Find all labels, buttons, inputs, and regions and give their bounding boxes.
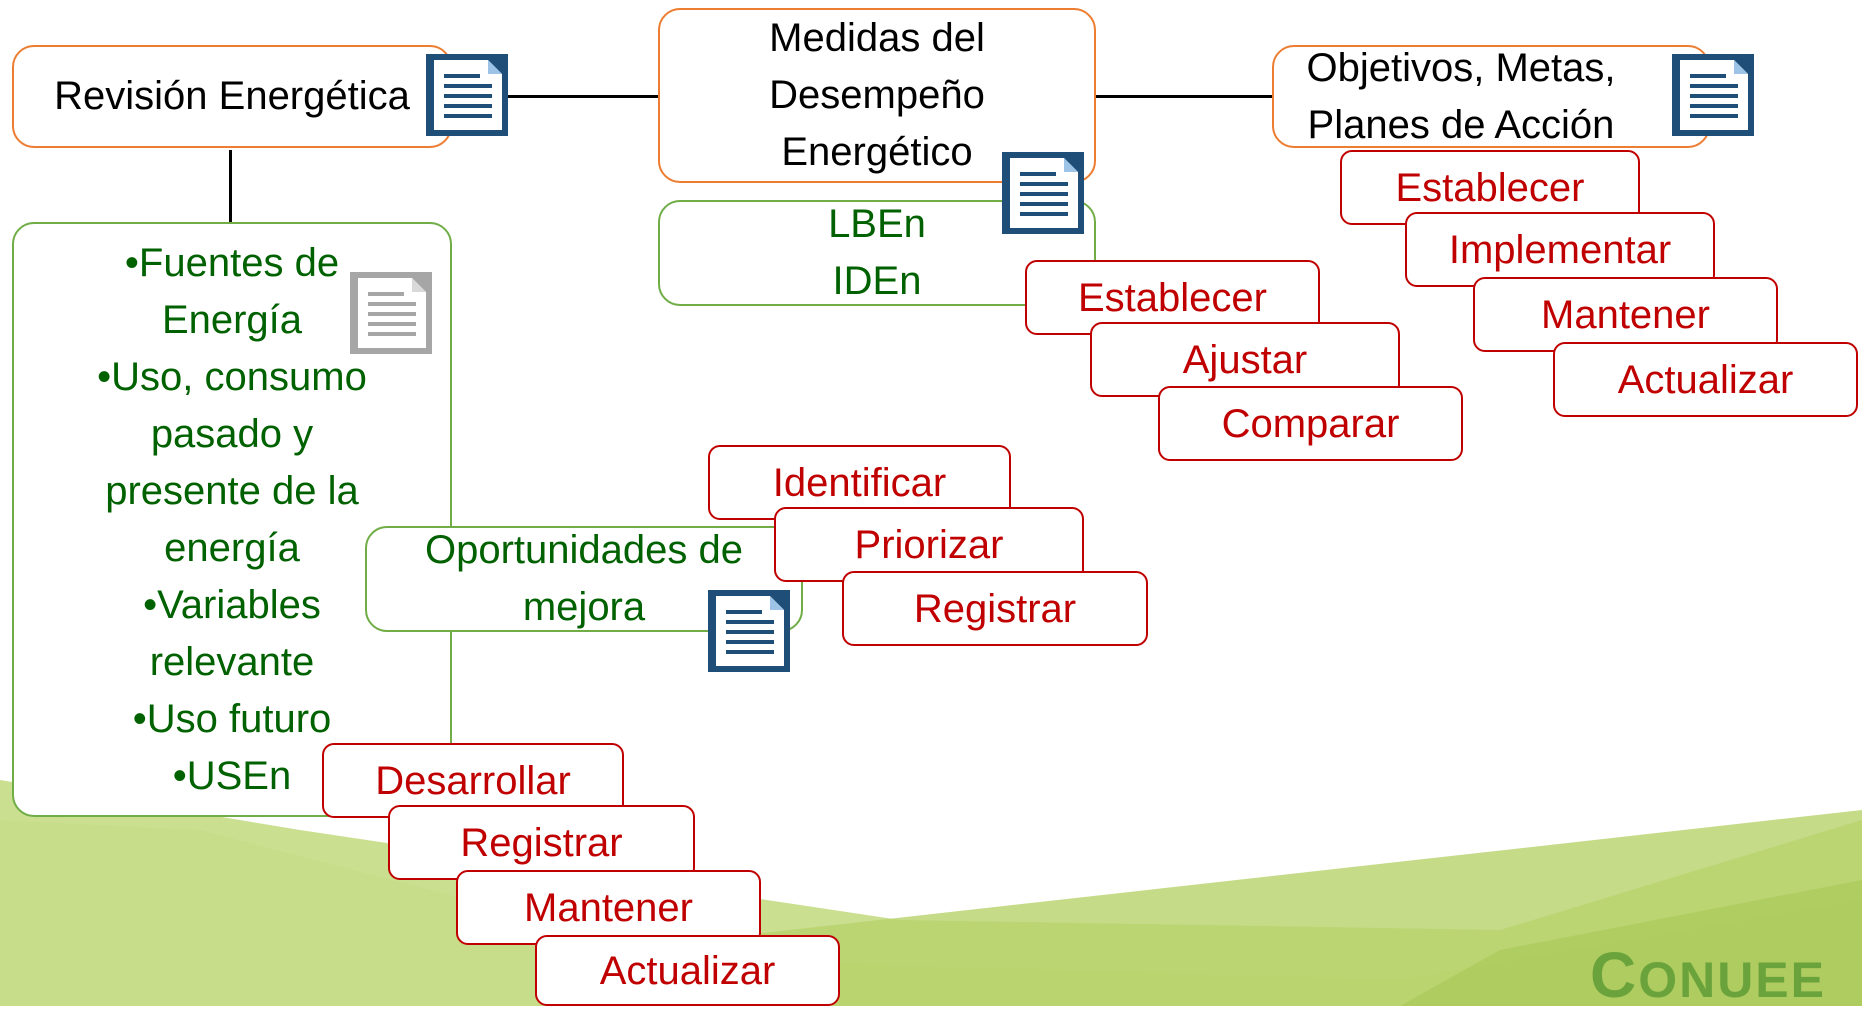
node-objetivos-label: Objetivos, Metas, Planes de Acción xyxy=(1306,45,1616,147)
node-oportunidades: Oportunidades de mejora xyxy=(365,526,803,632)
action-label: Priorizar xyxy=(854,522,1004,567)
connector-revision-medidas xyxy=(440,95,660,98)
action-label: Identificar xyxy=(772,460,947,505)
conuee-logo: CONUEE xyxy=(1590,938,1826,1012)
connector-revision-detail xyxy=(229,150,232,224)
node-revision-label: Revisión Energética xyxy=(54,74,410,118)
action-label: Establecer xyxy=(1395,165,1585,210)
document-icon xyxy=(1670,52,1756,138)
action-oportunidades-priorizar: Priorizar xyxy=(774,507,1084,582)
action-label: Actualizar xyxy=(1617,357,1794,402)
action-objetivos-implementar: Implementar xyxy=(1405,212,1715,287)
action-label: Mantener xyxy=(524,885,693,930)
logo-first-letter: C xyxy=(1589,939,1639,1011)
oportunidades-label: Oportunidades de mejora xyxy=(424,528,743,629)
action-medidas-comparar: Comparar xyxy=(1158,386,1463,461)
document-icon xyxy=(348,270,434,356)
medidas-detail-text: LBEn IDEn xyxy=(828,202,926,303)
action-objetivos-actualizar: Actualizar xyxy=(1553,342,1858,417)
action-label: Actualizar xyxy=(599,948,776,993)
action-label: Registrar xyxy=(460,820,623,865)
node-medidas-label: Medidas del Desempeño Energético xyxy=(769,16,985,174)
node-medidas-detail: LBEn IDEn xyxy=(658,200,1096,306)
node-revision-energetica: Revisión Energética xyxy=(12,45,452,148)
action-label: Comparar xyxy=(1221,401,1400,446)
node-medidas-desempeno: Medidas del Desempeño Energético xyxy=(658,8,1096,183)
action-revision-mantener: Mantener xyxy=(456,870,761,945)
action-label: Implementar xyxy=(1448,227,1672,272)
node-revision-detail: •Fuentes de Energía •Uso, consumo pasado… xyxy=(12,222,452,817)
action-oportunidades-registrar: Registrar xyxy=(842,571,1148,646)
document-icon xyxy=(706,588,792,674)
node-objetivos: Objetivos, Metas, Planes de Acción xyxy=(1272,45,1710,148)
action-label: Desarrollar xyxy=(375,758,571,803)
action-objetivos-mantener: Mantener xyxy=(1473,277,1778,352)
revision-detail-text: •Fuentes de Energía •Uso, consumo pasado… xyxy=(97,240,367,798)
document-icon xyxy=(1000,150,1086,236)
action-revision-actualizar: Actualizar xyxy=(535,935,840,1006)
action-label: Establecer xyxy=(1078,275,1267,320)
action-label: Registrar xyxy=(913,586,1077,631)
action-revision-registrar: Registrar xyxy=(388,805,695,880)
document-icon xyxy=(424,52,510,138)
logo-text: ONUEE xyxy=(1638,952,1826,1008)
action-label: Ajustar xyxy=(1182,337,1308,382)
action-label: Mantener xyxy=(1541,292,1710,337)
connector-medidas-objetivos xyxy=(1095,95,1275,98)
